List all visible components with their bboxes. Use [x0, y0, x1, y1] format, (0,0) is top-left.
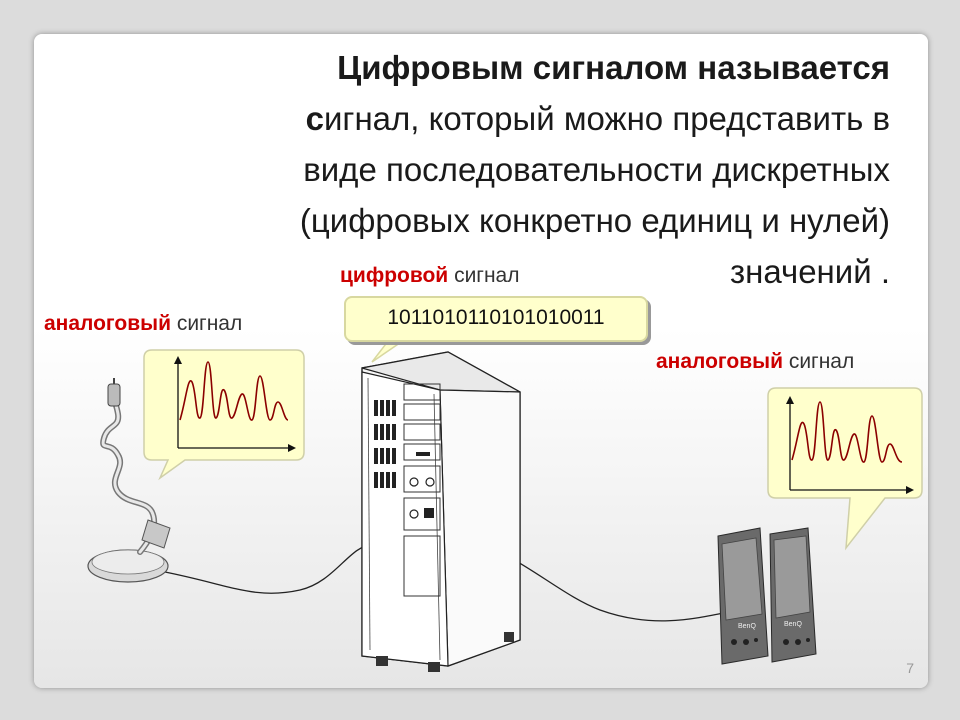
definition-line-5: значений . [730, 253, 890, 290]
page-number: 7 [906, 660, 914, 676]
left-analog-wave [179, 361, 289, 421]
definition-text: Цифровым сигналом называется сигнал, кот… [90, 42, 890, 297]
microphone-illustration [87, 378, 171, 583]
right-label-rest: сигнал [782, 350, 855, 373]
definition-title: Цифровым сигналом называется [337, 49, 890, 86]
speaker-left: BenQ [717, 527, 769, 665]
speakers-illustration: BenQ BenQ [717, 527, 817, 665]
right-wave-chart [786, 396, 914, 494]
left-analog-bubble [143, 349, 305, 481]
left-analog-label: аналоговый сигнал [44, 312, 242, 336]
definition-first-letter: с [305, 100, 324, 137]
speaker-left-brand: BenQ [738, 623, 756, 630]
right-analog-wave [791, 401, 903, 463]
right-analog-bubble [767, 387, 923, 551]
digital-label-kind: цифровой [340, 264, 449, 287]
digital-label: цифровой сигнал [340, 264, 520, 288]
right-label-kind: аналоговый [656, 350, 783, 373]
speaker-right-brand: BenQ [784, 621, 802, 628]
left-label-rest: сигнал [170, 312, 243, 335]
right-analog-label: аналоговый сигнал [656, 350, 854, 374]
server-cabinet-illustration [361, 351, 521, 672]
digital-label-rest: сигнал [448, 264, 520, 287]
binary-value-bubble: 1011010110101010011 [344, 296, 648, 342]
speaker-right: BenQ [769, 527, 817, 663]
definition-line-2: игнал, который можно представить в [323, 100, 890, 137]
definition-line-4: (цифровых конкретно единиц и нулей) [299, 202, 890, 239]
left-label-kind: аналоговый [44, 312, 171, 335]
left-wave-chart [174, 356, 296, 452]
definition-line-3: виде последовательности дискретных [303, 151, 890, 188]
